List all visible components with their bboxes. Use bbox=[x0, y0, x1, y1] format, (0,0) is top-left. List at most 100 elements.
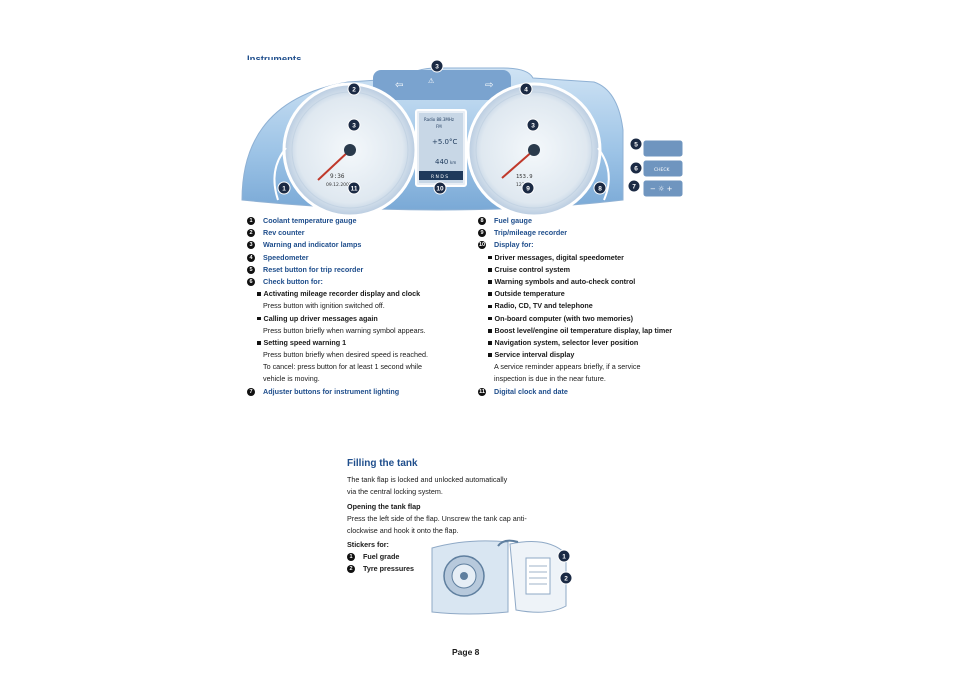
left-turn-icon: ⇦ bbox=[395, 80, 403, 91]
svg-text:2: 2 bbox=[352, 87, 356, 94]
bullet-square bbox=[257, 341, 261, 345]
check-button[interactable] bbox=[642, 159, 684, 178]
svg-text:3: 3 bbox=[531, 123, 535, 130]
callout-item: 6 Check button for: bbox=[247, 276, 477, 288]
callout-label: Reset button for trip recorder bbox=[263, 264, 364, 274]
svg-text:6: 6 bbox=[634, 166, 638, 173]
callout-number: 4 bbox=[247, 253, 255, 262]
reset-button[interactable] bbox=[642, 139, 684, 158]
callout-number: 11 bbox=[478, 387, 486, 396]
service-text: A service reminder appears briefly, if a… bbox=[494, 362, 641, 372]
display-sub-item: Navigation system, selector lever positi… bbox=[478, 337, 718, 349]
svg-text:10: 10 bbox=[436, 186, 444, 193]
sticker-label: Fuel grade bbox=[363, 552, 400, 561]
check-button-label: CHECK bbox=[654, 167, 671, 173]
bullet-square bbox=[488, 304, 492, 309]
sticker-label: Tyre pressures bbox=[363, 564, 415, 574]
callout-marker: 9 bbox=[521, 181, 535, 195]
top-warning-strip bbox=[373, 70, 511, 100]
check-sub-text: vehicle is moving. bbox=[263, 374, 320, 384]
sticker-item: 2 Tyre pressures bbox=[347, 563, 414, 575]
callout-label: Display for: bbox=[494, 240, 534, 250]
callout-label: Trip/mileage recorder bbox=[494, 228, 568, 238]
dash-date: 09.12.2007 bbox=[326, 182, 352, 188]
callout-marker: 7 bbox=[627, 179, 641, 193]
tank-intro: The tank flap is locked and unlocked aut… bbox=[347, 475, 508, 496]
callout-number: 5 bbox=[247, 265, 255, 274]
svg-text:1: 1 bbox=[562, 554, 566, 561]
svg-text:7: 7 bbox=[632, 184, 636, 191]
callout-number: 8 bbox=[478, 217, 486, 226]
check-sub-text: Press button with ignition switched off. bbox=[263, 301, 385, 311]
bullet-square bbox=[488, 268, 492, 272]
callout-number: 7 bbox=[247, 387, 255, 396]
callout-number: 1 bbox=[247, 217, 255, 226]
callout-number: 2 bbox=[247, 229, 255, 238]
service-text: inspection is due in the near future. bbox=[494, 374, 606, 384]
check-sub-title: Setting speed warning 1 bbox=[263, 337, 347, 347]
callout-item: 1 Coolant temperature gauge bbox=[247, 215, 477, 227]
svg-text:8: 8 bbox=[598, 186, 602, 193]
callout-marker: 3 bbox=[430, 60, 444, 73]
bullet-square bbox=[488, 316, 492, 321]
bullet-square bbox=[488, 341, 492, 345]
callout-marker: 5 bbox=[629, 137, 643, 151]
bullet-square bbox=[488, 329, 492, 333]
check-sub-item: Activating mileage recorder display and … bbox=[247, 288, 477, 300]
display-sub-title: Cruise control system bbox=[494, 264, 571, 274]
callout-number: 6 bbox=[247, 278, 255, 287]
lighting-adjuster-buttons[interactable] bbox=[642, 179, 684, 198]
rev-needle bbox=[317, 149, 351, 181]
display-sub-item: Driver messages, digital speedometer bbox=[478, 252, 718, 264]
display-temp: +5.0°C bbox=[432, 138, 457, 146]
callout-label: Fuel gauge bbox=[494, 216, 532, 225]
speed-needle bbox=[501, 149, 535, 179]
callout-number: 3 bbox=[247, 241, 255, 250]
bullet-square bbox=[257, 292, 261, 296]
check-sub-item: Setting speed warning 1 bbox=[247, 337, 477, 349]
display-sub-title: Driver messages, digital speedometer bbox=[494, 252, 624, 262]
sticker-marker: 1 bbox=[557, 549, 571, 563]
display-gear: R N D S bbox=[431, 174, 448, 180]
display-sub-item: Radio, CD, TV and telephone bbox=[478, 300, 718, 312]
display-range-unit: km bbox=[450, 160, 456, 165]
callout-marker: 3 bbox=[347, 118, 361, 132]
callout-item: 7 Adjuster buttons for instrument lightin… bbox=[247, 386, 477, 398]
callout-number: 2 bbox=[347, 565, 355, 574]
display-sub-item: Boost level/engine oil temperature displ… bbox=[478, 325, 718, 337]
display-sub-title: Radio, CD, TV and telephone bbox=[494, 301, 593, 311]
callout-label: Adjuster buttons for instrument lighting bbox=[263, 386, 400, 396]
display-radio-line1: Radio 88.3MHz bbox=[424, 117, 454, 122]
callout-label: Coolant temperature gauge bbox=[263, 216, 357, 225]
display-sub-item: Outside temperature bbox=[478, 288, 718, 300]
check-sub-title: Activating mileage recorder display and … bbox=[263, 289, 421, 299]
right-turn-icon: ⇨ bbox=[485, 80, 493, 91]
callout-marker: 10 bbox=[433, 181, 447, 195]
callout-markers: 1 2 3 3 3 4 5 6 7 8 9 10 11 bbox=[277, 60, 643, 195]
display-sub-item: Warning symbols and auto-check control bbox=[478, 276, 718, 288]
page-number: Page 8 bbox=[452, 647, 480, 657]
check-sub-title: Calling up driver messages again bbox=[263, 313, 378, 323]
display-sub-title: Warning symbols and auto-check control bbox=[494, 276, 636, 286]
instrument-cluster-illustration: ⇦ ⇨ ⚠ 9:36 09.12.2007 Radio 88.3MHz FM +… bbox=[238, 60, 704, 220]
svg-text:3: 3 bbox=[352, 123, 356, 130]
display-sub-title: Outside temperature bbox=[494, 289, 565, 299]
display-sub-title: Navigation system, selector lever positi… bbox=[494, 337, 639, 347]
instruments-title: Instruments bbox=[247, 54, 302, 65]
bullet-square bbox=[488, 292, 492, 296]
callout-marker: 4 bbox=[519, 82, 533, 96]
svg-text:5: 5 bbox=[634, 142, 638, 149]
svg-text:4: 4 bbox=[524, 87, 528, 94]
bullet-square bbox=[488, 353, 492, 357]
display-sub-title: Boost level/engine oil temperature displ… bbox=[494, 325, 673, 335]
callout-label: Check button for: bbox=[263, 276, 323, 286]
callout-marker: 1 bbox=[277, 181, 291, 195]
svg-text:11: 11 bbox=[351, 186, 358, 193]
